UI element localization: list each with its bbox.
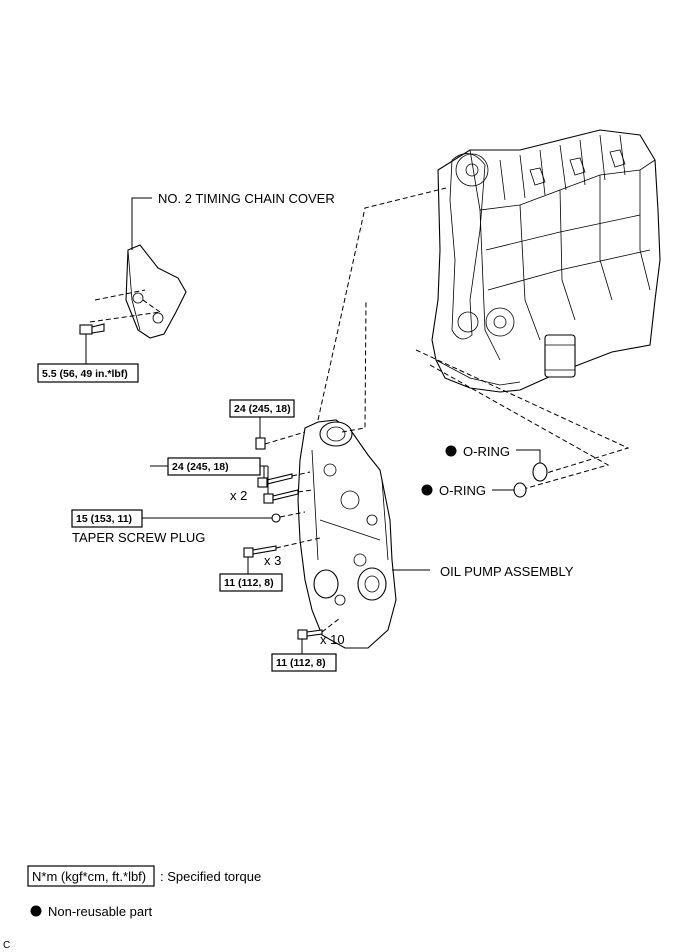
- torque-bolts-x10: 11 (112, 8): [276, 657, 326, 669]
- torque-bolts-x3: 11 (112, 8): [224, 577, 274, 589]
- o-ring-lower-label: O-RING: [439, 483, 486, 498]
- legend-torque-box: [27, 865, 155, 887]
- upper-bolt-icon: [255, 437, 266, 450]
- qty-bolts-x10: x 10: [320, 632, 345, 647]
- torque-box-stud-bolts: [167, 457, 261, 476]
- stud-bolts-icon: [257, 473, 299, 504]
- non-reusable-marker-upper: [445, 445, 457, 457]
- torque-box-upper-bolt: [229, 399, 295, 418]
- torque-cover-bolt: 5.5 (56, 49 in.*lbf): [42, 368, 128, 380]
- torque-upper-bolt: 24 (245, 18): [234, 403, 291, 415]
- timing-chain-cover-leader: [131, 197, 152, 250]
- o-ring-lower-icon: [513, 482, 527, 498]
- cover-bolt-icon: [79, 323, 105, 335]
- legend-torque-desc: : Specified torque: [160, 869, 261, 884]
- non-reusable-marker-lower: [421, 484, 433, 496]
- qty-bolts-x3: x 3: [264, 553, 281, 568]
- torque-box-plug: [71, 509, 143, 528]
- qty-stud-bolts: x 2: [230, 488, 247, 503]
- o-ring-upper-icon: [532, 462, 548, 482]
- taper-screw-plug-icon: [271, 513, 281, 523]
- torque-box-bolts-x3: [219, 573, 283, 592]
- torque-stud-bolts: 24 (245, 18): [172, 461, 229, 473]
- bolts-x3-icon: [243, 545, 277, 558]
- legend-non-reusable-icon: [30, 905, 42, 917]
- torque-box-bolts-x10: [271, 653, 337, 672]
- bolts-x10-icon: [297, 629, 323, 640]
- oil-pump-assembly-label: OIL PUMP ASSEMBLY: [440, 564, 574, 579]
- timing-chain-cover-label: NO. 2 TIMING CHAIN COVER: [158, 191, 335, 206]
- torque-box-cover-bolt: [37, 363, 139, 383]
- legend-non-reusable-desc: Non-reusable part: [48, 904, 152, 919]
- engine-block-illustration: [431, 129, 661, 393]
- legend-torque-unit: N*m (kgf*cm, ft.*lbf): [32, 869, 146, 884]
- corner-code: C: [3, 940, 10, 951]
- oil-pump-assembly-illustration: [297, 419, 397, 649]
- torque-plug: 15 (153, 11): [76, 513, 132, 525]
- taper-screw-plug-label: TAPER SCREW PLUG: [72, 530, 205, 545]
- o-ring-upper-label: O-RING: [463, 444, 510, 459]
